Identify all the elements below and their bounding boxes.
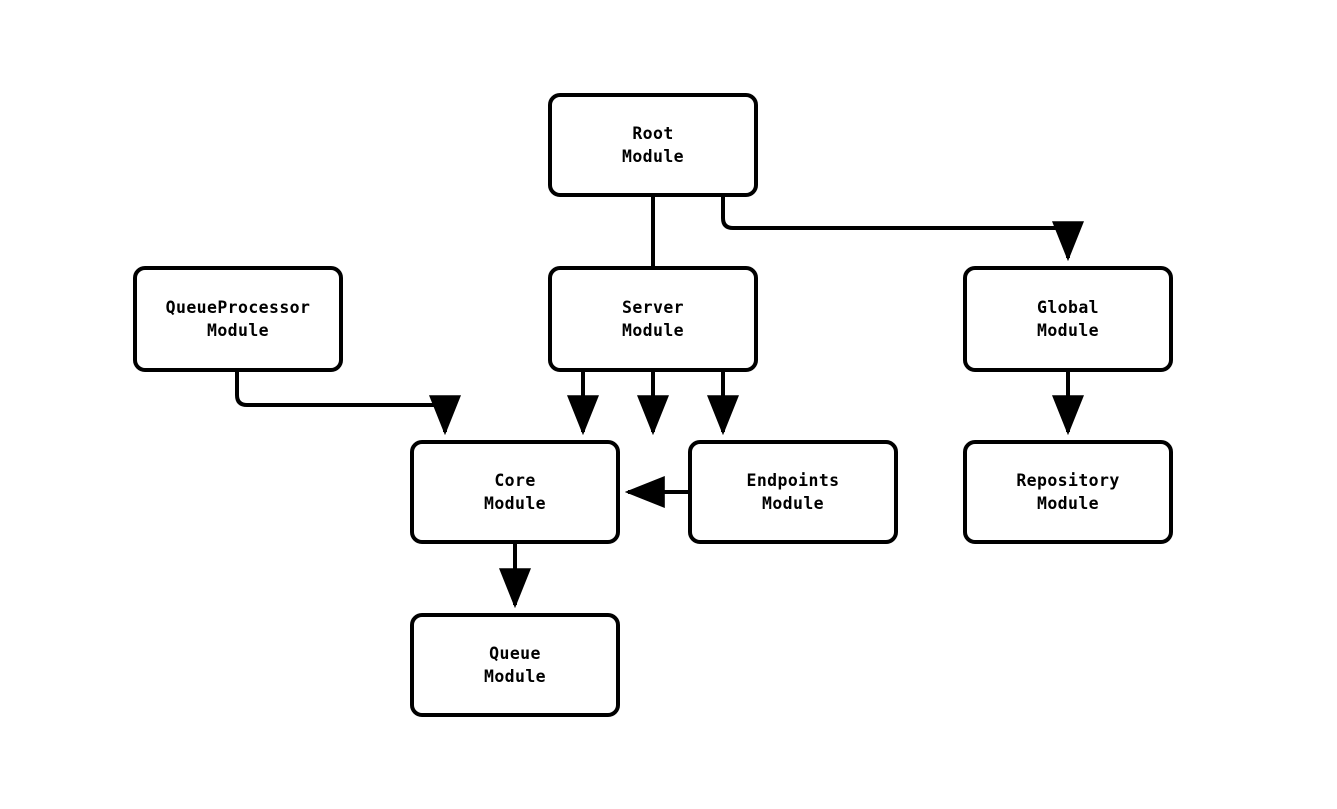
- node-endpoints-label-line2: Module: [761, 494, 824, 513]
- node-global-label-line2: Module: [1036, 321, 1099, 340]
- node-server-label-line2: Module: [621, 321, 684, 340]
- edges-group: [235, 197, 1084, 609]
- node-queue-label-line2: Module: [483, 667, 546, 686]
- node-global-label-line1: Global: [1036, 297, 1099, 317]
- node-repository-label-line1: Repository: [1016, 470, 1120, 490]
- edge-queueprocessor-core: [235, 372, 461, 436]
- node-queueprocessor-label-line1: QueueProcessor: [165, 297, 311, 317]
- edge-root-global: [721, 197, 1084, 262]
- node-endpoints-label-line1: Endpoints: [746, 470, 840, 490]
- node-root-label-line2: Module: [621, 147, 684, 166]
- node-server-label-line1: Server: [621, 297, 684, 317]
- node-root-label-line1: Root: [632, 123, 674, 143]
- node-queue-label-line1: Queue: [489, 643, 541, 663]
- node-core-label-line1: Core: [494, 470, 536, 490]
- node-core-label-line2: Module: [483, 494, 546, 513]
- node-queueprocessor-label-line2: Module: [206, 321, 269, 340]
- node-repository-label-line2: Module: [1036, 494, 1099, 513]
